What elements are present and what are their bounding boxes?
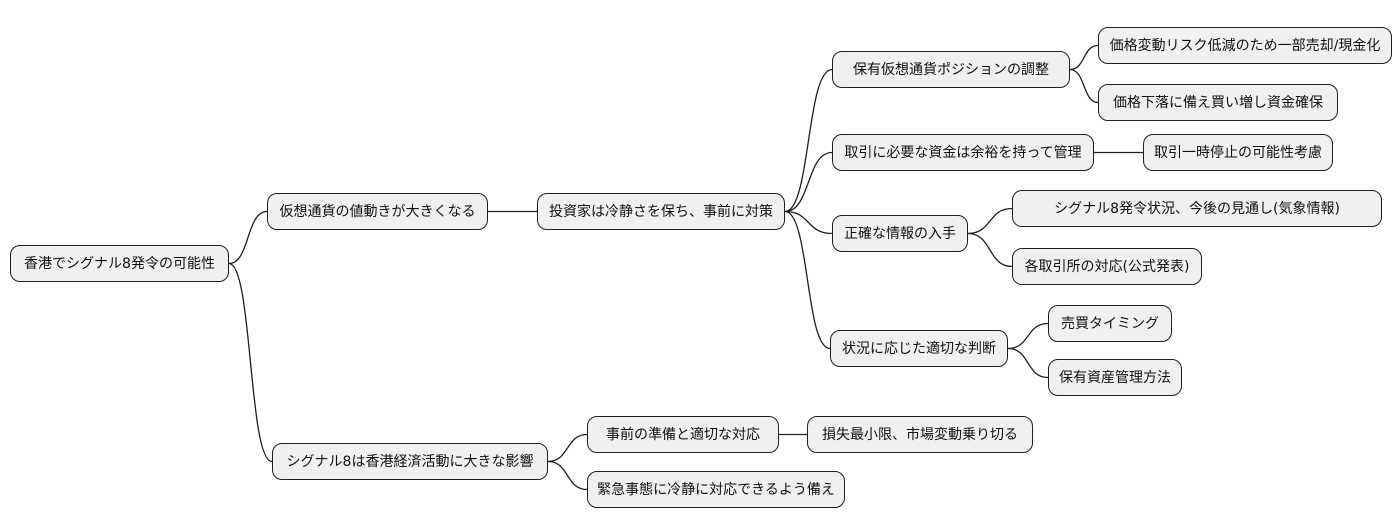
mindmap-node-root[interactable]: 香港でシグナル8発令の可能性	[10, 245, 229, 282]
mindmap-node-appropriate-judgment[interactable]: 状況に応じた適切な判断	[830, 330, 1008, 367]
mindmap-link	[1007, 322, 1049, 350]
mindmap-node-signal8-status-forecast[interactable]: シグナル8発令状況、今後の見通し(気象情報)	[1012, 190, 1382, 227]
mindmap-link	[784, 151, 833, 213]
mindmap-link	[1007, 347, 1049, 379]
mindmap-node-preparation-response[interactable]: 事前の準備と適切な対応	[587, 416, 779, 453]
mindmap-node-minimize-loss[interactable]: 損失最小限、市場変動乗り切る	[807, 416, 1033, 453]
mindmap-link	[547, 433, 588, 463]
mindmap-node-asset-management-method[interactable]: 保有資産管理方法	[1048, 359, 1182, 396]
mindmap-node-hk-economy-impact[interactable]: シグナル8は香港経済活動に大きな影響	[272, 443, 548, 480]
mindmap-node-position-adjustment[interactable]: 保有仮想通貨ポジションの調整	[832, 51, 1070, 88]
mindmap-link	[967, 207, 1013, 235]
mindmap-node-emergency-readiness[interactable]: 緊急事態に冷静に対応できるよう備え	[587, 471, 845, 508]
mindmap-node-buy-dip-funds[interactable]: 価格下落に備え買い増し資金確保	[1098, 84, 1338, 121]
mindmap-link	[547, 460, 588, 491]
mindmap-node-trading-halt-consideration[interactable]: 取引一時停止の可能性考慮	[1143, 134, 1333, 171]
mindmap-node-fund-management[interactable]: 取引に必要な資金は余裕を持って管理	[832, 134, 1094, 171]
mindmap-node-partial-sell-cash[interactable]: 価格変動リスク低減のため一部売却/現金化	[1098, 27, 1392, 64]
mindmap-link	[784, 210, 831, 350]
mindmap-link	[784, 68, 833, 213]
mindmap-node-trade-timing[interactable]: 売買タイミング	[1048, 305, 1172, 342]
mindmap-link	[784, 210, 833, 235]
mindmap-node-crypto-volatility[interactable]: 仮想通貨の値動きが大きくなる	[267, 193, 488, 230]
mindmap-node-accurate-information[interactable]: 正確な情報の入手	[832, 215, 968, 252]
mindmap-link	[228, 210, 268, 265]
mindmap-node-investor-calm-preparation[interactable]: 投資家は冷静さを保ち、事前に対策	[537, 193, 785, 230]
mindmap-link	[1069, 68, 1099, 104]
mindmap-node-exchange-announcements[interactable]: 各取引所の対応(公式発表)	[1012, 248, 1202, 285]
mindmap-link	[967, 232, 1013, 268]
mindmap-link	[1069, 44, 1099, 71]
mindmap-link	[228, 262, 273, 463]
